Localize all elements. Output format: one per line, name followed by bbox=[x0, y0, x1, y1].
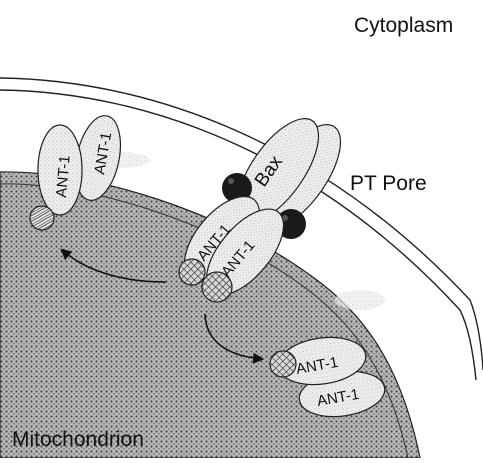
cytoplasm-label: Cytoplasm bbox=[354, 14, 453, 37]
pt-pore-label: PT Pore bbox=[350, 172, 427, 195]
crosshatched-ligand-icon bbox=[30, 206, 54, 230]
crosshatched-ligand-icon-pore-1 bbox=[179, 259, 205, 285]
mitochondrion-label: Mitochondrion bbox=[12, 428, 144, 451]
crosshatched-ligand-icon-pore-2 bbox=[202, 272, 232, 302]
crosshatched-ligand-icon-lower bbox=[270, 351, 296, 377]
